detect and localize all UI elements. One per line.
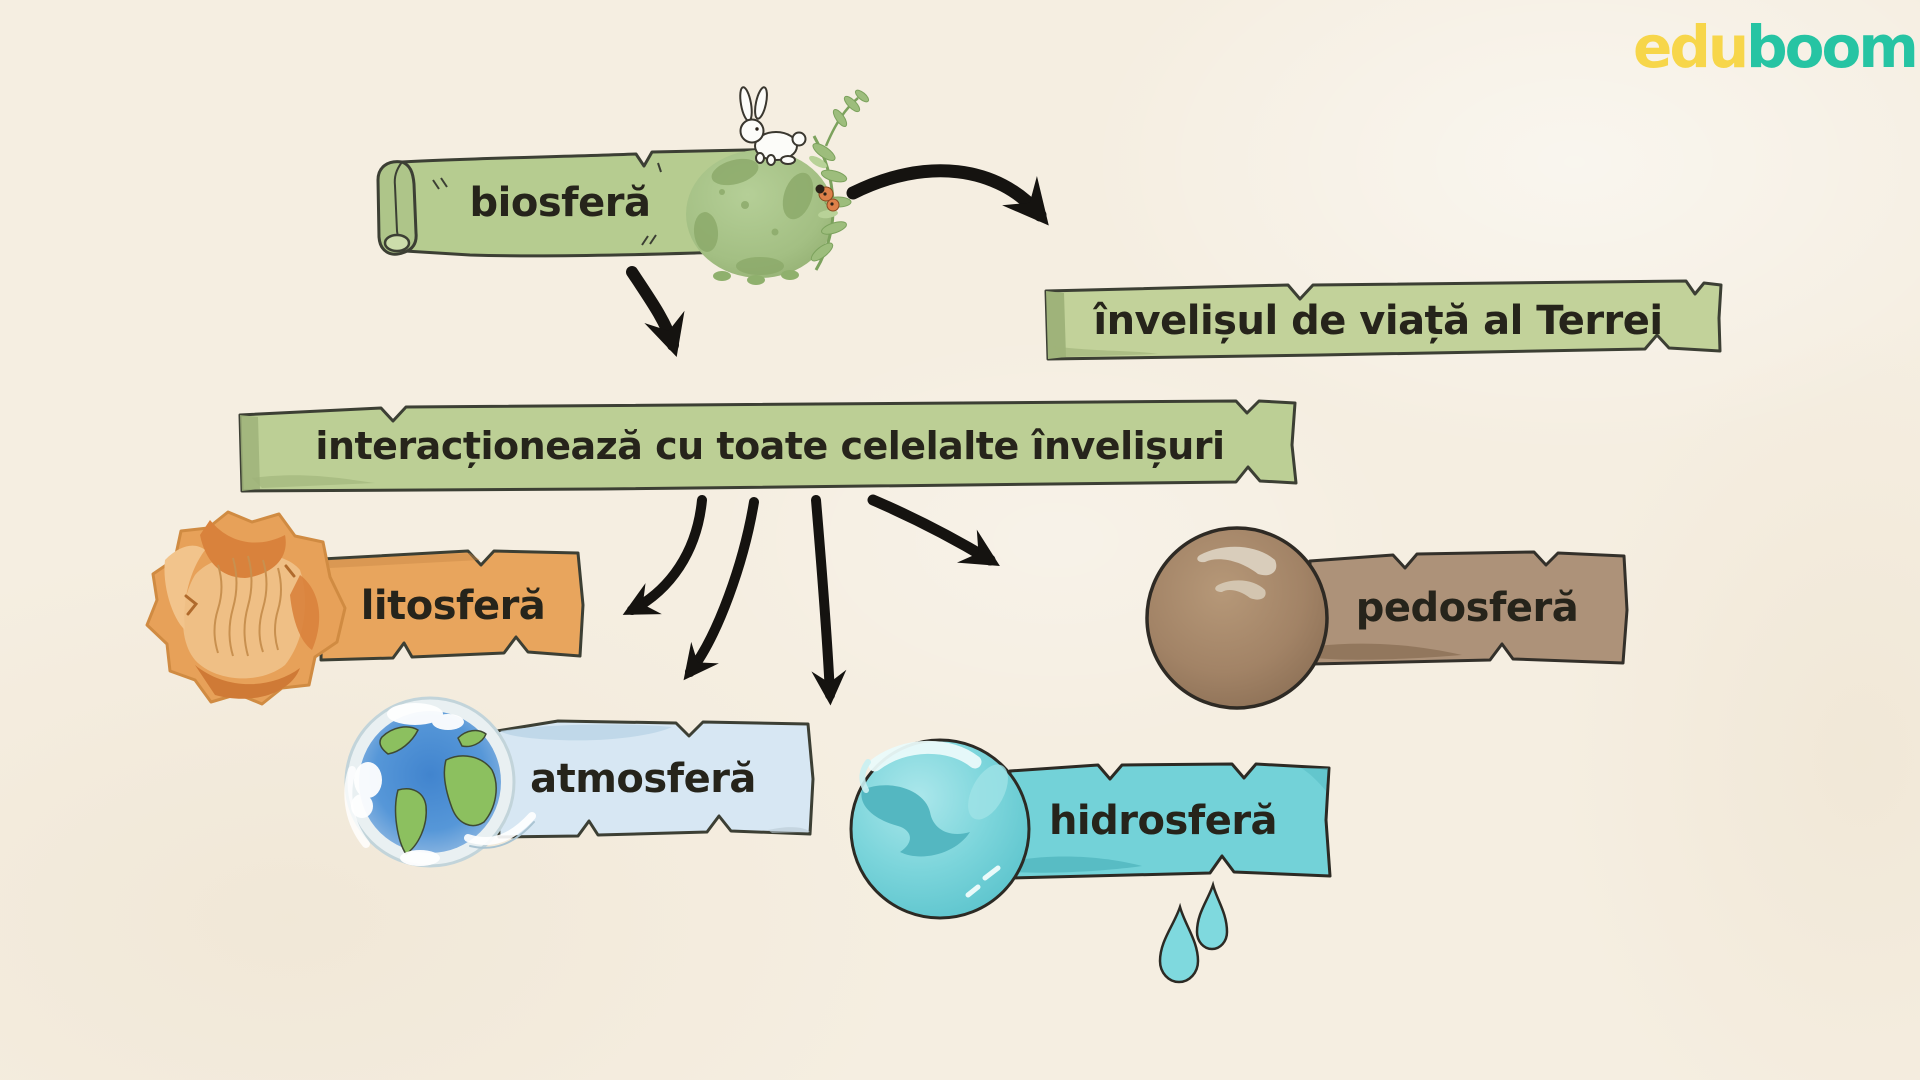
arrow-biosfera-to-definition (846, 164, 1049, 226)
green-sphere-icon (686, 86, 870, 285)
pedosfera-banner (1308, 550, 1629, 666)
arrow-interaction-to-atmosfera (683, 497, 759, 681)
arrows (622, 164, 1049, 706)
definition-banner (1044, 279, 1723, 361)
logo-part-edu: edu (1633, 13, 1749, 81)
rabbit-icon (739, 86, 807, 166)
butterfly-icon (815, 184, 840, 212)
litosfera-banner (319, 549, 585, 662)
earth-globe-icon (344, 696, 536, 868)
water-sphere-icon (849, 738, 1031, 920)
arrow-interaction-to-pedosfera (867, 494, 1000, 566)
atmosfera-banner (495, 719, 815, 839)
interaction-banner (238, 399, 1298, 493)
arrow-interaction-to-hidrosfera (811, 495, 847, 706)
water-drops-icon (1158, 880, 1229, 984)
eduboom-logo: eduboom (1633, 18, 1919, 76)
soil-sphere-icon (1145, 526, 1329, 710)
logo-part-boom: boom (1746, 13, 1919, 81)
rock-sphere-icon (145, 510, 347, 706)
arrow-biosfera-to-interaction (626, 266, 685, 358)
hidrosfera-banner (1008, 762, 1332, 880)
arrow-interaction-to-litosfera (622, 495, 707, 615)
